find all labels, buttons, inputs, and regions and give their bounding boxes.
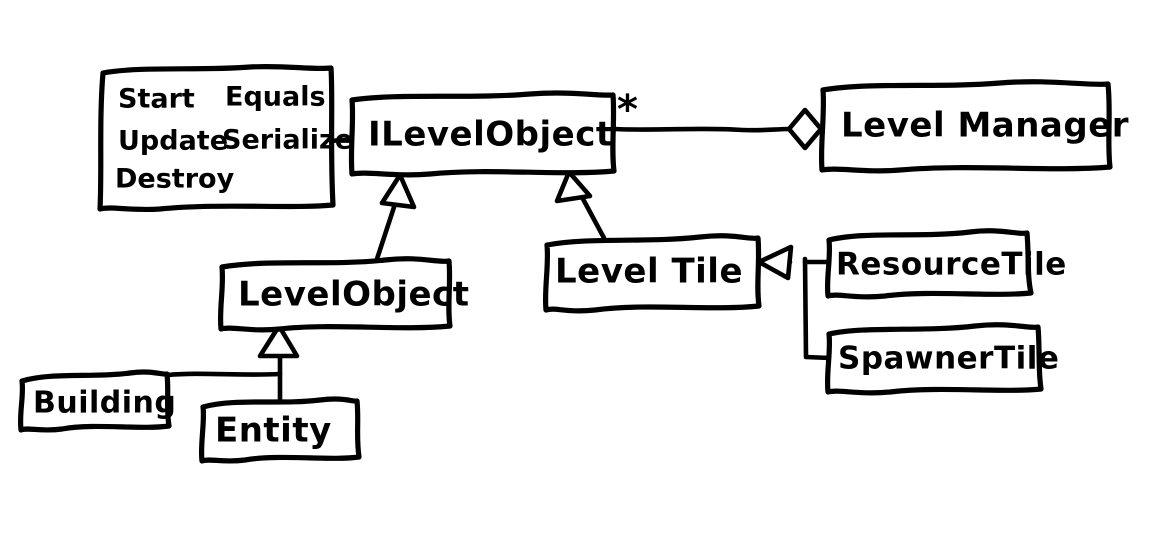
multiplicity-star: * <box>617 87 638 133</box>
edge-inherit-entity-levelobject <box>260 326 297 402</box>
edge-inherit-tiles-leveltile <box>759 247 830 358</box>
node-label-spawnertile: SpawnerTile <box>838 341 1059 377</box>
node-label-ilevelobject: ILevelObject <box>368 115 613 155</box>
node-entity[interactable]: Entity <box>202 399 359 461</box>
methods-label-equals: Equals <box>225 82 326 113</box>
hollow-triangle-marker <box>557 172 590 201</box>
edge-inherit-leveltile-ilevelobject <box>557 172 604 238</box>
node-label-leveltile: Level Tile <box>555 252 743 292</box>
edge-inherit-levelobject-ilevelobject <box>375 175 414 265</box>
node-levelmanager[interactable]: Level Manager <box>822 82 1130 171</box>
node-label-building: Building <box>33 386 176 421</box>
hollow-triangle-marker <box>759 247 791 278</box>
methods-label-start: Start <box>118 84 195 115</box>
node-resourcetile[interactable]: ResourceTile <box>828 231 1067 297</box>
node-ilevelobject[interactable]: ILevelObject <box>351 93 614 175</box>
node-label-resourcetile: ResourceTile <box>836 247 1067 283</box>
node-building[interactable]: Building <box>21 372 177 430</box>
open-diamond-marker <box>789 110 821 148</box>
methods-box[interactable]: Start Update Destroy Equals Serialize <box>100 67 353 210</box>
node-spawnertile[interactable]: SpawnerTile <box>828 325 1060 393</box>
node-label-entity: Entity <box>215 411 332 451</box>
methods-label-update: Update <box>118 126 228 157</box>
hollow-triangle-marker <box>382 175 414 207</box>
node-leveltile[interactable]: Level Tile <box>546 236 759 311</box>
node-label-levelobject: LevelObject <box>238 275 469 315</box>
edge-inherit-building-levelobject <box>168 374 280 375</box>
node-levelobject[interactable]: LevelObject <box>221 259 470 330</box>
node-label-levelmanager: Level Manager <box>841 106 1129 146</box>
edge-aggregation-levelmanager <box>613 110 821 148</box>
methods-label-serialize: Serialize <box>222 125 353 156</box>
methods-label-destroy: Destroy <box>115 164 235 195</box>
